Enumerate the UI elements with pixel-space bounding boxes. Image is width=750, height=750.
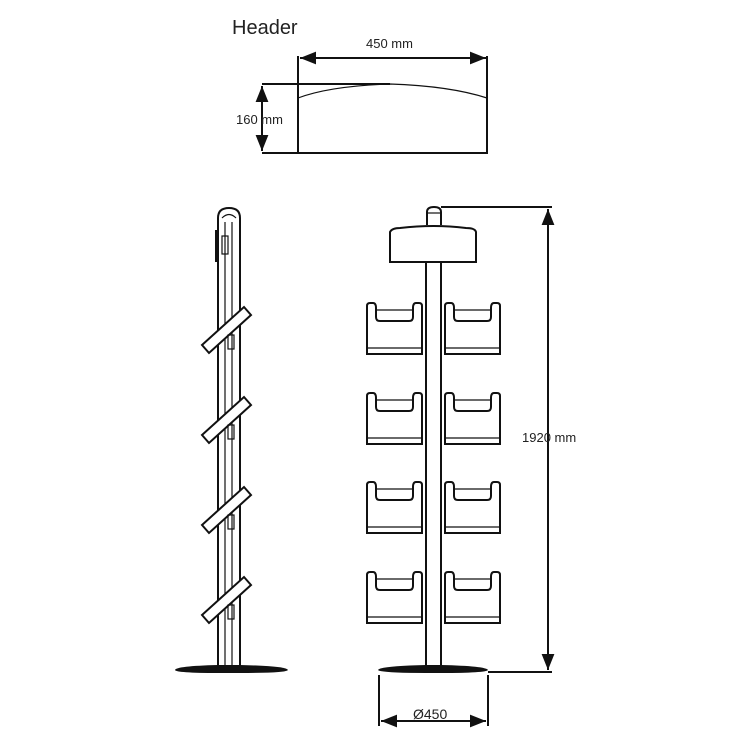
header-outline	[297, 56, 488, 154]
header-width-label: 450 mm	[366, 36, 413, 51]
side-shelf-3	[200, 485, 253, 535]
side-shelf-1	[200, 305, 253, 355]
side-shelf-2	[200, 395, 253, 445]
total-height-label: 1920 mm	[522, 430, 576, 445]
base-diameter-label: Ø450	[413, 706, 447, 722]
side-bracket	[221, 235, 229, 255]
side-base	[175, 665, 288, 673]
brochure-pocket-right-1	[444, 302, 501, 355]
brochure-pocket-right-3	[444, 481, 501, 534]
front-view: 1920 mm Ø450	[366, 205, 576, 728]
front-base	[378, 665, 488, 673]
header-title: Header	[232, 17, 298, 39]
brochure-pocket-left-2	[366, 392, 423, 445]
brochure-pocket-right-4	[444, 571, 501, 624]
header-curve	[297, 83, 488, 99]
header-height-label: 160 mm	[236, 112, 283, 127]
side-shelf-4	[200, 575, 253, 625]
side-pole	[217, 206, 241, 666]
brochure-pocket-left-4	[366, 571, 423, 624]
brochure-pocket-left-1	[366, 302, 423, 355]
side-view	[175, 206, 288, 673]
brochure-pocket-left-3	[366, 481, 423, 534]
front-header-sign	[389, 225, 477, 263]
top-cap	[426, 205, 442, 225]
brochure-pocket-right-2	[444, 392, 501, 445]
header-view: Header 450 mm 160 mm	[232, 17, 488, 154]
